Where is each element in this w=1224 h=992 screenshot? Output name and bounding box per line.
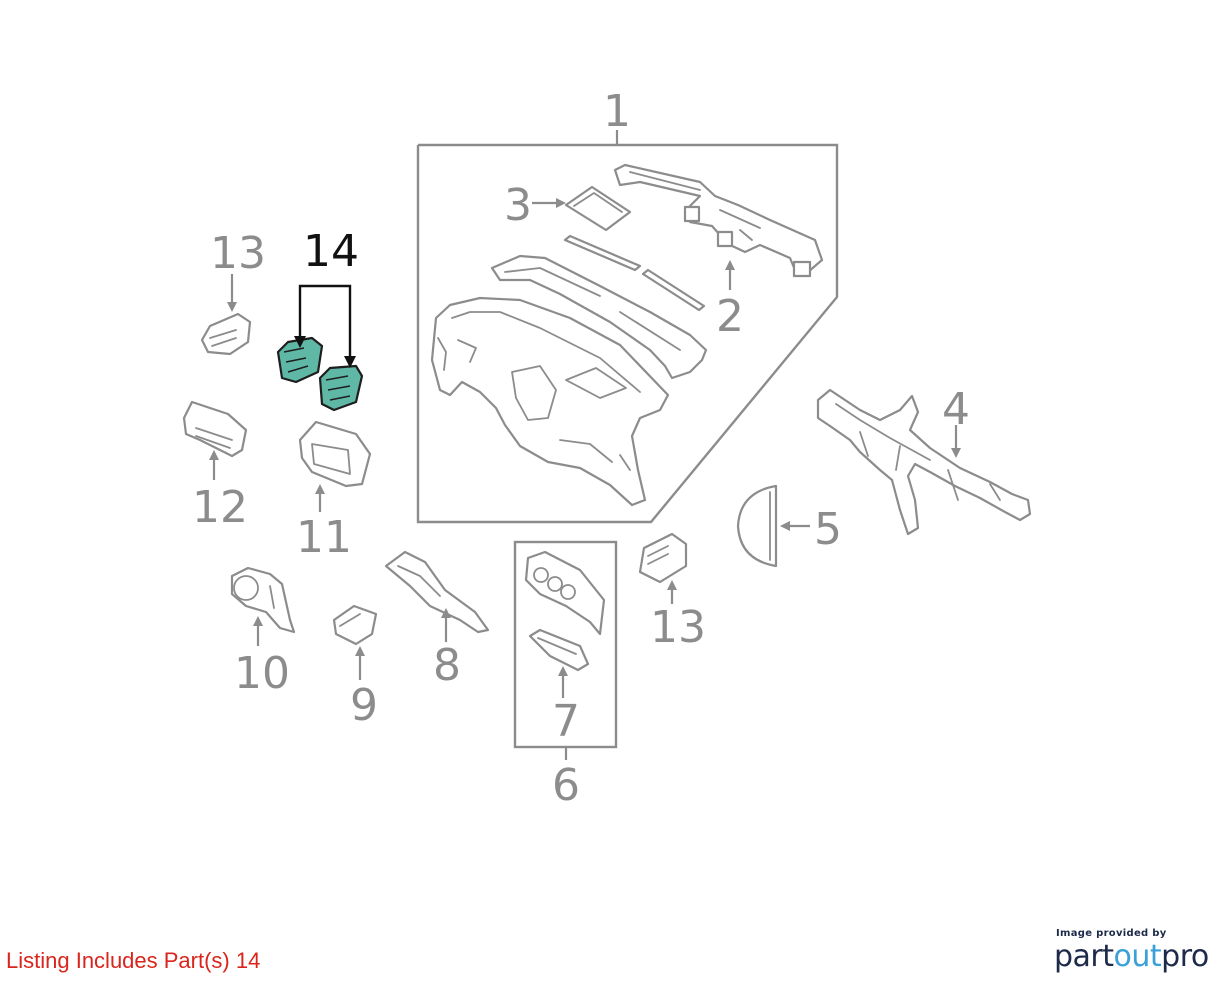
brand-name-part1: part xyxy=(1054,939,1114,974)
callout-5: 5 xyxy=(814,504,842,555)
part-12-vent xyxy=(182,400,248,458)
callout-2: 2 xyxy=(716,291,744,342)
brand-name-part3: pro xyxy=(1161,939,1209,974)
part-9-clip xyxy=(332,604,378,646)
callout-9: 9 xyxy=(350,680,378,731)
callout-11: 11 xyxy=(296,512,352,563)
callout-8: 8 xyxy=(433,640,461,691)
partoutpro-logo: Image provided by partoutpro xyxy=(1054,928,1214,974)
part-8-long-bracket xyxy=(384,550,490,634)
part-upper-bar xyxy=(490,254,708,380)
brand-name-part2: out xyxy=(1113,939,1162,974)
callout-6: 6 xyxy=(552,760,580,811)
part-3-cover xyxy=(564,185,632,232)
part-11-display-bezel xyxy=(298,420,372,488)
part-5-half-cover xyxy=(736,484,778,568)
callout-13-left: 13 xyxy=(210,228,266,279)
callout-3: 3 xyxy=(504,180,532,231)
part-13-left-vent xyxy=(200,312,252,356)
callout-1: 1 xyxy=(603,86,631,137)
part-6-switch-panel xyxy=(524,550,606,636)
part-14-highlighted-vents xyxy=(276,336,364,412)
part-13-right-vent xyxy=(638,532,688,584)
callout-7: 7 xyxy=(552,696,580,747)
part-7-bracket xyxy=(528,628,590,672)
brand-tagline: Image provided by xyxy=(1056,928,1167,939)
group-1-frame xyxy=(416,130,839,524)
part-2-duct xyxy=(613,163,824,278)
callout-13-right: 13 xyxy=(650,602,706,653)
callout-14: 14 xyxy=(303,226,359,277)
group-6-frame xyxy=(513,540,618,760)
callout-4: 4 xyxy=(942,384,970,435)
callout-12: 12 xyxy=(192,482,248,533)
callout-10: 10 xyxy=(234,648,290,699)
part-trim-strips xyxy=(563,234,706,312)
listing-caption: Listing Includes Part(s) 14 xyxy=(6,948,261,973)
part-instrument-panel xyxy=(430,296,670,507)
brand-name: partoutpro xyxy=(1054,939,1214,974)
part-4-support-beam xyxy=(816,388,1032,536)
part-10-round-vent xyxy=(230,566,296,634)
